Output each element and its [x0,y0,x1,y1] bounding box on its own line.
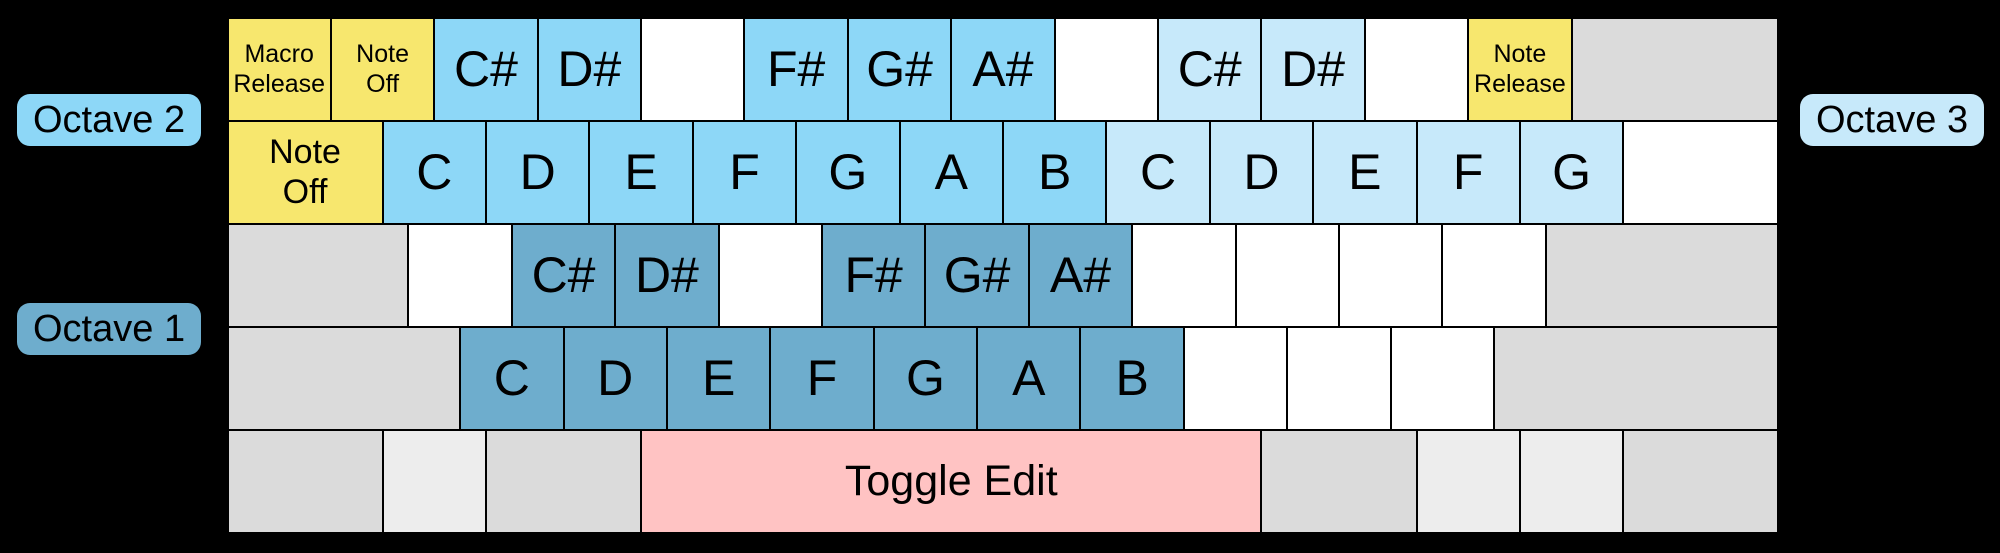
key-blank [1183,326,1288,430]
key-c-sharp: C# [434,17,538,121]
key-e: E [666,326,771,430]
key-e: E [589,120,693,224]
key-note-release: Note Release [1468,17,1572,121]
key-f: F [1416,120,1520,224]
key-g: G [1519,120,1624,224]
key-a: A [977,326,1081,430]
octave-3-label: Octave 3 [1800,94,1985,146]
key-d-sharp: D# [1261,17,1365,121]
key-e: E [1313,120,1417,224]
octave-1-label: Octave 1 [17,303,202,355]
key-c: C [460,326,564,430]
key-g-sharp: G# [847,17,952,121]
key-c-sharp: C# [1158,17,1262,121]
key-d-sharp: D# [615,223,719,327]
key-g: G [796,120,900,224]
key-modifier-blank [227,429,383,533]
key-c: C [1106,120,1210,224]
key-b: B [1080,326,1184,430]
key-d: D [1209,120,1314,224]
key-blank [1235,223,1339,327]
key-modifier-blank [1545,223,1779,327]
key-blank [718,223,822,327]
key-modifier-blank [1519,429,1624,533]
key-g-sharp: G# [925,223,1029,327]
key-blank [1132,223,1236,327]
key-modifier-blank [1494,326,1779,430]
key-toggle-edit: Toggle Edit [641,429,1262,533]
key-f: F [692,120,797,224]
octave-2-label: Octave 2 [17,94,202,146]
key-modifier-blank [227,223,409,327]
key-a: A [899,120,1003,224]
key-note-off: Note Off [330,17,435,121]
key-c-sharp: C# [511,223,616,327]
keyboard-row-3: C#D# F#G#A# [227,223,1779,327]
key-blank [1623,120,1779,224]
key-b: B [1002,120,1107,224]
key-f-sharp: F# [744,17,848,121]
key-f-sharp: F# [822,223,926,327]
key-modifier-blank [1571,17,1779,121]
key-a-sharp: A# [1028,223,1133,327]
key-blank [1054,17,1159,121]
key-macro-release: Macro Release [227,17,331,121]
key-a-sharp: A# [951,17,1055,121]
key-modifier-blank [1261,429,1417,533]
key-blank [1364,17,1469,121]
key-c: C [382,120,486,224]
key-blank [408,223,512,327]
key-blank [641,17,745,121]
key-note-off: Note Off [227,120,383,224]
key-d-sharp: D# [537,17,642,121]
key-blank [1390,326,1495,430]
key-modifier-blank [1623,429,1779,533]
keyboard-row-5: Toggle Edit [227,429,1779,533]
key-blank [1287,326,1391,430]
key-g: G [873,326,978,430]
key-d: D [485,120,590,224]
key-blank [1338,223,1443,327]
key-f: F [770,326,874,430]
key-modifier-blank [485,429,642,533]
key-modifier-blank [382,429,486,533]
key-modifier-blank [227,326,461,430]
key-d: D [563,326,667,430]
key-blank [1442,223,1546,327]
key-modifier-blank [1416,429,1520,533]
